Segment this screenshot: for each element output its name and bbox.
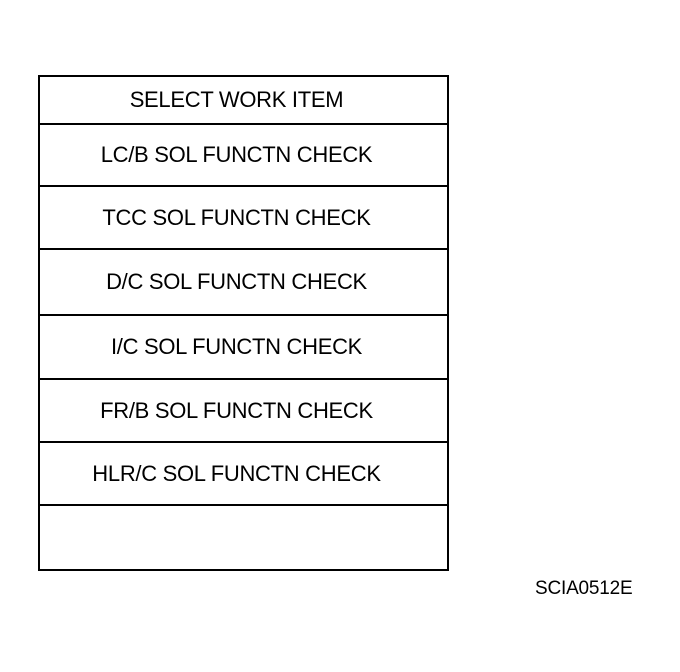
work-item-menu: SELECT WORK ITEM LC/B SOL FUNCTN CHECK T… [38, 75, 449, 571]
menu-item-tcc-sol-check[interactable]: TCC SOL FUNCTN CHECK [40, 187, 447, 250]
menu-item-frb-sol-check[interactable]: FR/B SOL FUNCTN CHECK [40, 380, 447, 443]
menu-item-lcb-sol-check[interactable]: LC/B SOL FUNCTN CHECK [40, 125, 447, 187]
figure-id: SCIA0512E [535, 578, 633, 599]
menu-item-dc-sol-check[interactable]: D/C SOL FUNCTN CHECK [40, 250, 447, 316]
menu-empty-row [40, 506, 447, 569]
menu-item-ic-sol-check[interactable]: I/C SOL FUNCTN CHECK [40, 316, 447, 380]
menu-title: SELECT WORK ITEM [40, 77, 447, 125]
menu-item-hlrc-sol-check[interactable]: HLR/C SOL FUNCTN CHECK [40, 443, 447, 506]
